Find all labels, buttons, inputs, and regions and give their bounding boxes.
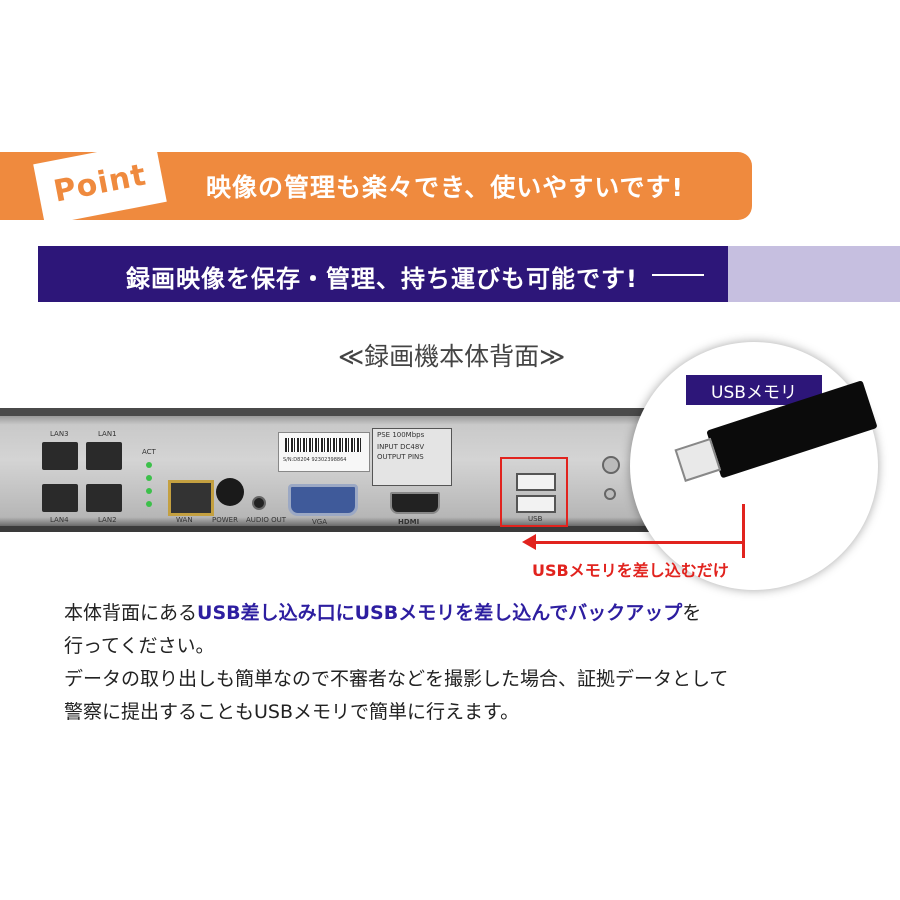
wan-port <box>168 480 214 516</box>
act-label: ACT <box>142 448 156 456</box>
output-label: OUTPUT PINS <box>377 453 424 461</box>
barcode <box>285 438 361 452</box>
section-bar <box>38 246 900 302</box>
led-4 <box>146 501 152 507</box>
line1-pre: 本体背面にある <box>64 602 198 624</box>
arrow-horizontal-line <box>534 541 745 544</box>
description-line-3: データの取り出しも簡単なので不審者などを撮影した場合、証拠データとして <box>64 668 729 690</box>
lan4-port <box>42 484 78 512</box>
vga-label: VGA <box>312 518 328 526</box>
section-title: 録画映像を保存・管理、持ち運びも可能です! <box>126 265 638 293</box>
lan3-port <box>42 442 78 470</box>
serial-number: S/N:D8204 92302398864 <box>283 457 347 463</box>
led-2 <box>146 475 152 481</box>
section-dash <box>652 274 704 276</box>
usb-port-1 <box>516 473 556 491</box>
audio-jack <box>252 496 266 510</box>
point-badge-label: Point <box>50 156 150 210</box>
hdmi-label: HDMI <box>398 518 420 526</box>
serial-sticker: S/N:D8204 92302398864 <box>278 432 370 472</box>
power-jack <box>216 478 244 506</box>
description: 本体背面にあるUSB差し込み口にUSBメモリを差し込んでバックアップを 行ってく… <box>64 597 864 729</box>
description-line-1: 本体背面にあるUSB差し込み口にUSBメモリを差し込んでバックアップを <box>64 597 864 630</box>
input-label: INPUT DC48V <box>377 443 425 451</box>
lan2-label: LAN2 <box>98 516 117 524</box>
power-label: POWER <box>212 516 238 524</box>
led-3 <box>146 488 152 494</box>
ground-screw <box>602 456 620 474</box>
usb-port-highlight: USB <box>500 457 568 527</box>
hdmi-port <box>390 492 440 514</box>
lan4-label: LAN4 <box>50 516 69 524</box>
poe-label: PSE 100Mbps <box>377 431 425 439</box>
section-bar-dark <box>38 246 728 302</box>
arrow-vertical-line <box>742 504 745 558</box>
lan1-port <box>86 442 122 470</box>
audio-out-label: AUDIO OUT <box>246 516 287 524</box>
small-screw <box>604 488 616 500</box>
spec-label: PSE 100Mbps INPUT DC48V OUTPUT PINS <box>372 428 452 486</box>
point-title: 映像の管理も楽々でき、使いやすいです! <box>206 173 684 202</box>
description-line-2: 行ってください。 <box>64 635 215 657</box>
led-1 <box>146 462 152 468</box>
lan3-label: LAN3 <box>50 430 69 438</box>
line1-highlight: USB差し込み口にUSBメモリを差し込んでバックアップ <box>197 602 683 624</box>
usb-label: USB <box>528 515 543 523</box>
lan2-port <box>86 484 122 512</box>
wan-label: WAN <box>176 516 193 524</box>
arrow-left-icon <box>522 534 536 550</box>
usb-memory-tag: USBメモリ <box>686 375 822 405</box>
line1-post: を <box>682 602 702 624</box>
vga-port <box>288 484 358 516</box>
lan1-label: LAN1 <box>98 430 117 438</box>
usb-callout: USBメモリを差し込むだけ <box>532 561 729 580</box>
rear-panel-label: ≪録画機本体背面≫ <box>338 342 566 371</box>
description-line-4: 警察に提出することもUSBメモリで簡単に行えます。 <box>64 701 520 723</box>
usb-port-2 <box>516 495 556 513</box>
